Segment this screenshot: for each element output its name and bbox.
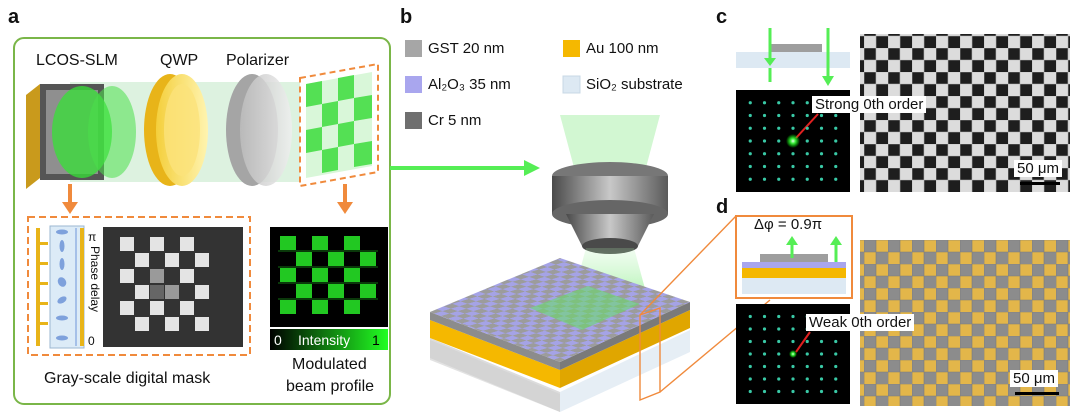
objective-lens xyxy=(552,162,668,254)
arrow-slm-to-mask xyxy=(62,184,78,214)
colorbar-min-label: 0 xyxy=(274,332,282,348)
legend-gst: GST 20 nm xyxy=(428,40,505,57)
label-lcos-slm: LCOS-SLM xyxy=(36,52,118,69)
beam-profile-image xyxy=(270,227,388,327)
panel-label-a: a xyxy=(8,6,20,28)
slm-pixel-schematic xyxy=(36,225,85,349)
panel-d-schematic xyxy=(742,236,846,294)
output-beam-pattern xyxy=(299,62,379,188)
panel-label-d: d xyxy=(716,196,729,218)
mask-zero-label: 0 xyxy=(88,334,95,348)
arrow-a-to-b xyxy=(390,160,540,176)
legend-cr: Cr 5 nm xyxy=(428,112,482,129)
panel-c-schematic xyxy=(736,28,850,86)
scale-bar-d-label: 50 μm xyxy=(1010,370,1058,387)
scale-bar-c-label: 50 μm xyxy=(1014,160,1062,177)
arrow-beam-to-profile xyxy=(337,184,353,214)
label-polarizer: Polarizer xyxy=(226,52,290,69)
panel-label-b: b xyxy=(400,6,413,28)
legend-al2o3: Al₂O₃ 35 nm xyxy=(428,76,511,93)
sample-chip xyxy=(430,258,690,412)
beam-caption-line1: Modulated xyxy=(292,356,367,373)
gray-scale-mask-image xyxy=(103,227,243,347)
scale-bar-d-line xyxy=(1015,392,1059,395)
legend-sio2: SiO₂ substrate xyxy=(586,76,683,93)
colorbar-intensity-label: Intensity xyxy=(298,332,351,348)
intensity-colorbar xyxy=(270,329,388,350)
scale-bar-c-line xyxy=(1020,182,1060,185)
beam-caption-line2: beam profile xyxy=(286,378,375,395)
mask-pi-label: π xyxy=(88,230,97,244)
annotation-strong-order: Strong 0th order xyxy=(812,96,927,113)
polarizer-plate xyxy=(226,74,292,186)
panel-a-frame xyxy=(13,37,391,405)
mask-caption: Gray-scale digital mask xyxy=(44,370,211,387)
qwp-plate xyxy=(144,74,208,186)
mask-frame xyxy=(27,216,251,356)
mask-phase-label: Phase delay xyxy=(88,246,102,313)
label-qwp: QWP xyxy=(160,52,199,69)
legend-au: Au 100 nm xyxy=(586,40,659,57)
panel-d-schematic-frame xyxy=(735,215,853,299)
annotation-weak-order: Weak 0th order xyxy=(806,314,915,331)
pointer-d xyxy=(795,331,811,353)
legend-swatches xyxy=(405,40,581,129)
colorbar-max-label: 1 xyxy=(372,332,380,348)
panel-label-c: c xyxy=(716,6,728,28)
delta-phi-label: Δφ = 0.9π xyxy=(754,216,823,233)
